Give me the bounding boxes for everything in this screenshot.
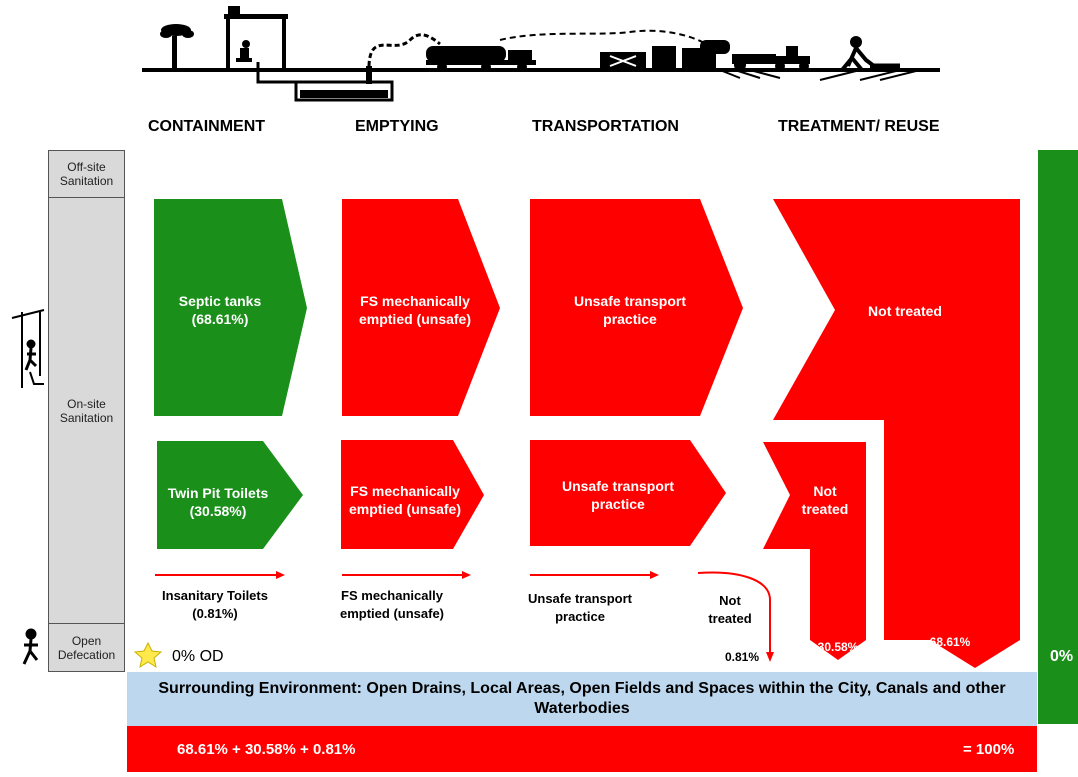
open-defecation-figure-icon	[22, 628, 39, 665]
septic-emptying-label: FS mechanically emptied (unsafe)	[358, 293, 471, 327]
twinpit-containment-label: Twin Pit Toilets (30.58%)	[167, 485, 269, 519]
tree-icon	[160, 24, 194, 70]
septic-tank-icon	[294, 66, 394, 102]
star-icon	[133, 641, 163, 669]
vacuum-truck-icon	[426, 46, 536, 72]
surrounding-environment-box: Surrounding Environment: Open Drains, Lo…	[127, 672, 1037, 726]
sanitation-chain-illustration	[142, 6, 940, 102]
total-bar	[127, 726, 1037, 772]
stage-header-containment: CONTAINMENT	[148, 118, 266, 135]
twinpit-containment-arrow	[157, 441, 303, 549]
septic-transport-label: Unsafe transport practice	[573, 293, 687, 327]
insanitary-treatment-label: Not treated	[708, 593, 752, 626]
sidebar-onsite: On-site Sanitation	[48, 198, 125, 624]
septic-treatment-shape	[773, 199, 1020, 668]
farmer-icon	[819, 36, 921, 81]
surrounding-environment-label: Surrounding Environment: Open Drains, Lo…	[158, 680, 1006, 717]
open-defecation-label: 0% OD	[172, 648, 224, 665]
transport-route-icon	[499, 29, 711, 47]
septic-emptying-arrow	[342, 199, 500, 416]
insanitary-containment-label: Insanitary Toilets (0.81%)	[162, 588, 268, 621]
twinpit-treatment-percent: 30.58%	[817, 640, 859, 654]
sidebar-onsite-label: On-site Sanitation	[59, 396, 114, 425]
safe-percent-label: 0%	[1050, 648, 1074, 665]
toilet-shed-icon	[224, 6, 300, 84]
septic-treatment-percent: 68.61%	[929, 635, 971, 649]
insanitary-arrows	[155, 571, 774, 662]
stage-header-transportation: TRANSPORTATION	[532, 118, 679, 135]
stage-header-emptying: EMPTYING	[355, 118, 439, 135]
insanitary-transport-label: Unsafe transport practice	[527, 591, 633, 624]
twinpit-treatment-label: Not treated	[801, 483, 849, 517]
sidebar-open: Open Defecation	[48, 624, 125, 672]
twinpit-transport-arrow	[530, 440, 726, 546]
total-equals-label: = 100%	[963, 741, 1015, 758]
tractor-icon	[719, 46, 810, 79]
twinpit-transport-label: Unsafe transport practice	[561, 478, 675, 512]
total-sum-label: 68.61% + 30.58% + 0.81%	[177, 741, 356, 758]
hose-icon	[367, 33, 441, 67]
twinpit-treatment-shape	[763, 442, 866, 660]
insanitary-emptying-label: FS mechanically emptied (unsafe)	[339, 588, 444, 621]
treatment-plant-icon	[600, 40, 730, 70]
septic-treatment-label: Not treated	[868, 303, 942, 319]
sidebar-open-label: Open Defecation	[57, 633, 116, 662]
septic-transport-arrow	[530, 199, 743, 416]
sidebar-offsite-label: Off-site Sanitation	[59, 160, 114, 188]
stage-header-treatment: TREATMENT/ REUSE	[778, 118, 940, 135]
septic-containment-arrow	[154, 199, 307, 416]
twinpit-emptying-arrow	[341, 440, 484, 549]
safe-management-bar	[1038, 150, 1078, 724]
onsite-toilet-figure-icon	[11, 309, 45, 388]
twinpit-emptying-label: FS mechanically emptied (unsafe)	[348, 483, 461, 517]
insanitary-treatment-percent: 0.81%	[724, 650, 760, 664]
sidebar-offsite: Off-site Sanitation	[48, 150, 125, 198]
septic-containment-label: Septic tanks (68.61%)	[178, 293, 262, 327]
